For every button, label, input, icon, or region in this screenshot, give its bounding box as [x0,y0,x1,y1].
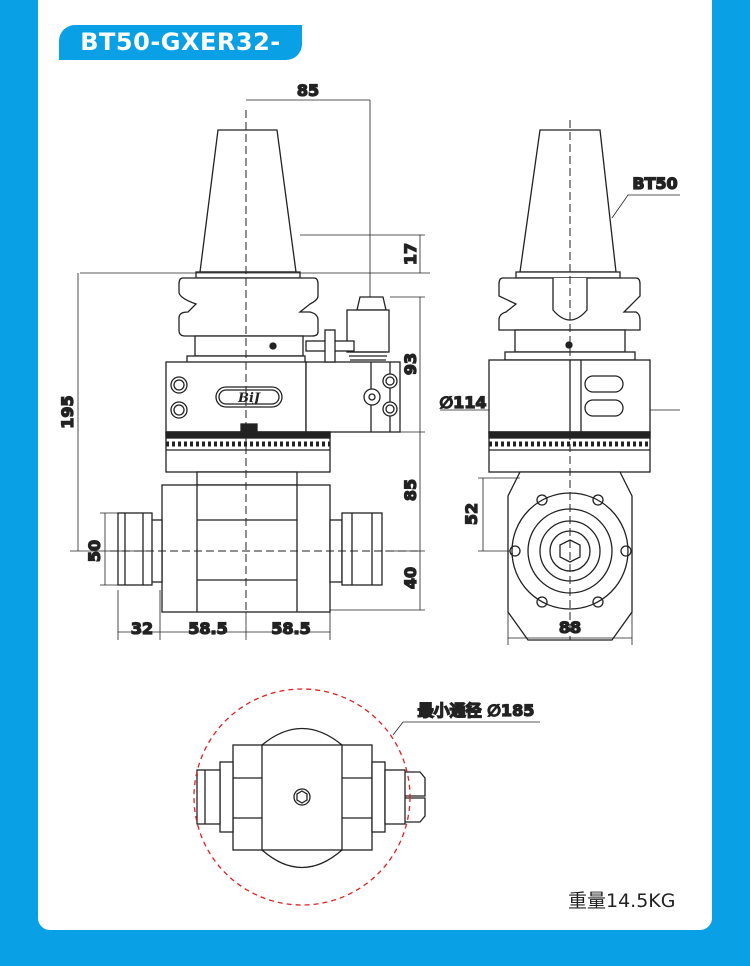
dim-32: 32 [131,619,153,638]
dim-40: 40 [401,567,420,589]
dim-195: 195 [58,395,77,428]
dim-85-lower: 85 [401,479,420,501]
bolt-icon [170,373,398,419]
front-view: BiJ [110,110,420,613]
side-dimensions [440,194,680,645]
bolt-icon [509,494,632,608]
brand-logo: BiJ [215,386,283,408]
dim-88: 88 [559,618,581,637]
label-bt50: BT50 [632,174,677,193]
dim-52: 52 [462,503,481,525]
dim-58-5-left: 58.5 [188,619,227,638]
dim-17: 17 [401,243,420,265]
top-view [193,688,540,906]
svg-text:BiJ: BiJ [237,391,261,406]
min-bore-label: 最小通径 ∅185 [418,701,535,720]
side-view [488,120,651,641]
dim-58-5-right: 58.5 [271,619,310,638]
model-title: BT50-GXER32-195 [59,25,302,91]
dim-50: 50 [85,540,104,562]
dim-93: 93 [401,353,420,375]
dim-114: ∅114 [439,393,486,412]
min-bore-circle [193,688,411,906]
front-dimensions [70,99,430,640]
dim-85-top: 85 [297,81,319,100]
weight-label: 重量14.5KG [568,890,676,912]
